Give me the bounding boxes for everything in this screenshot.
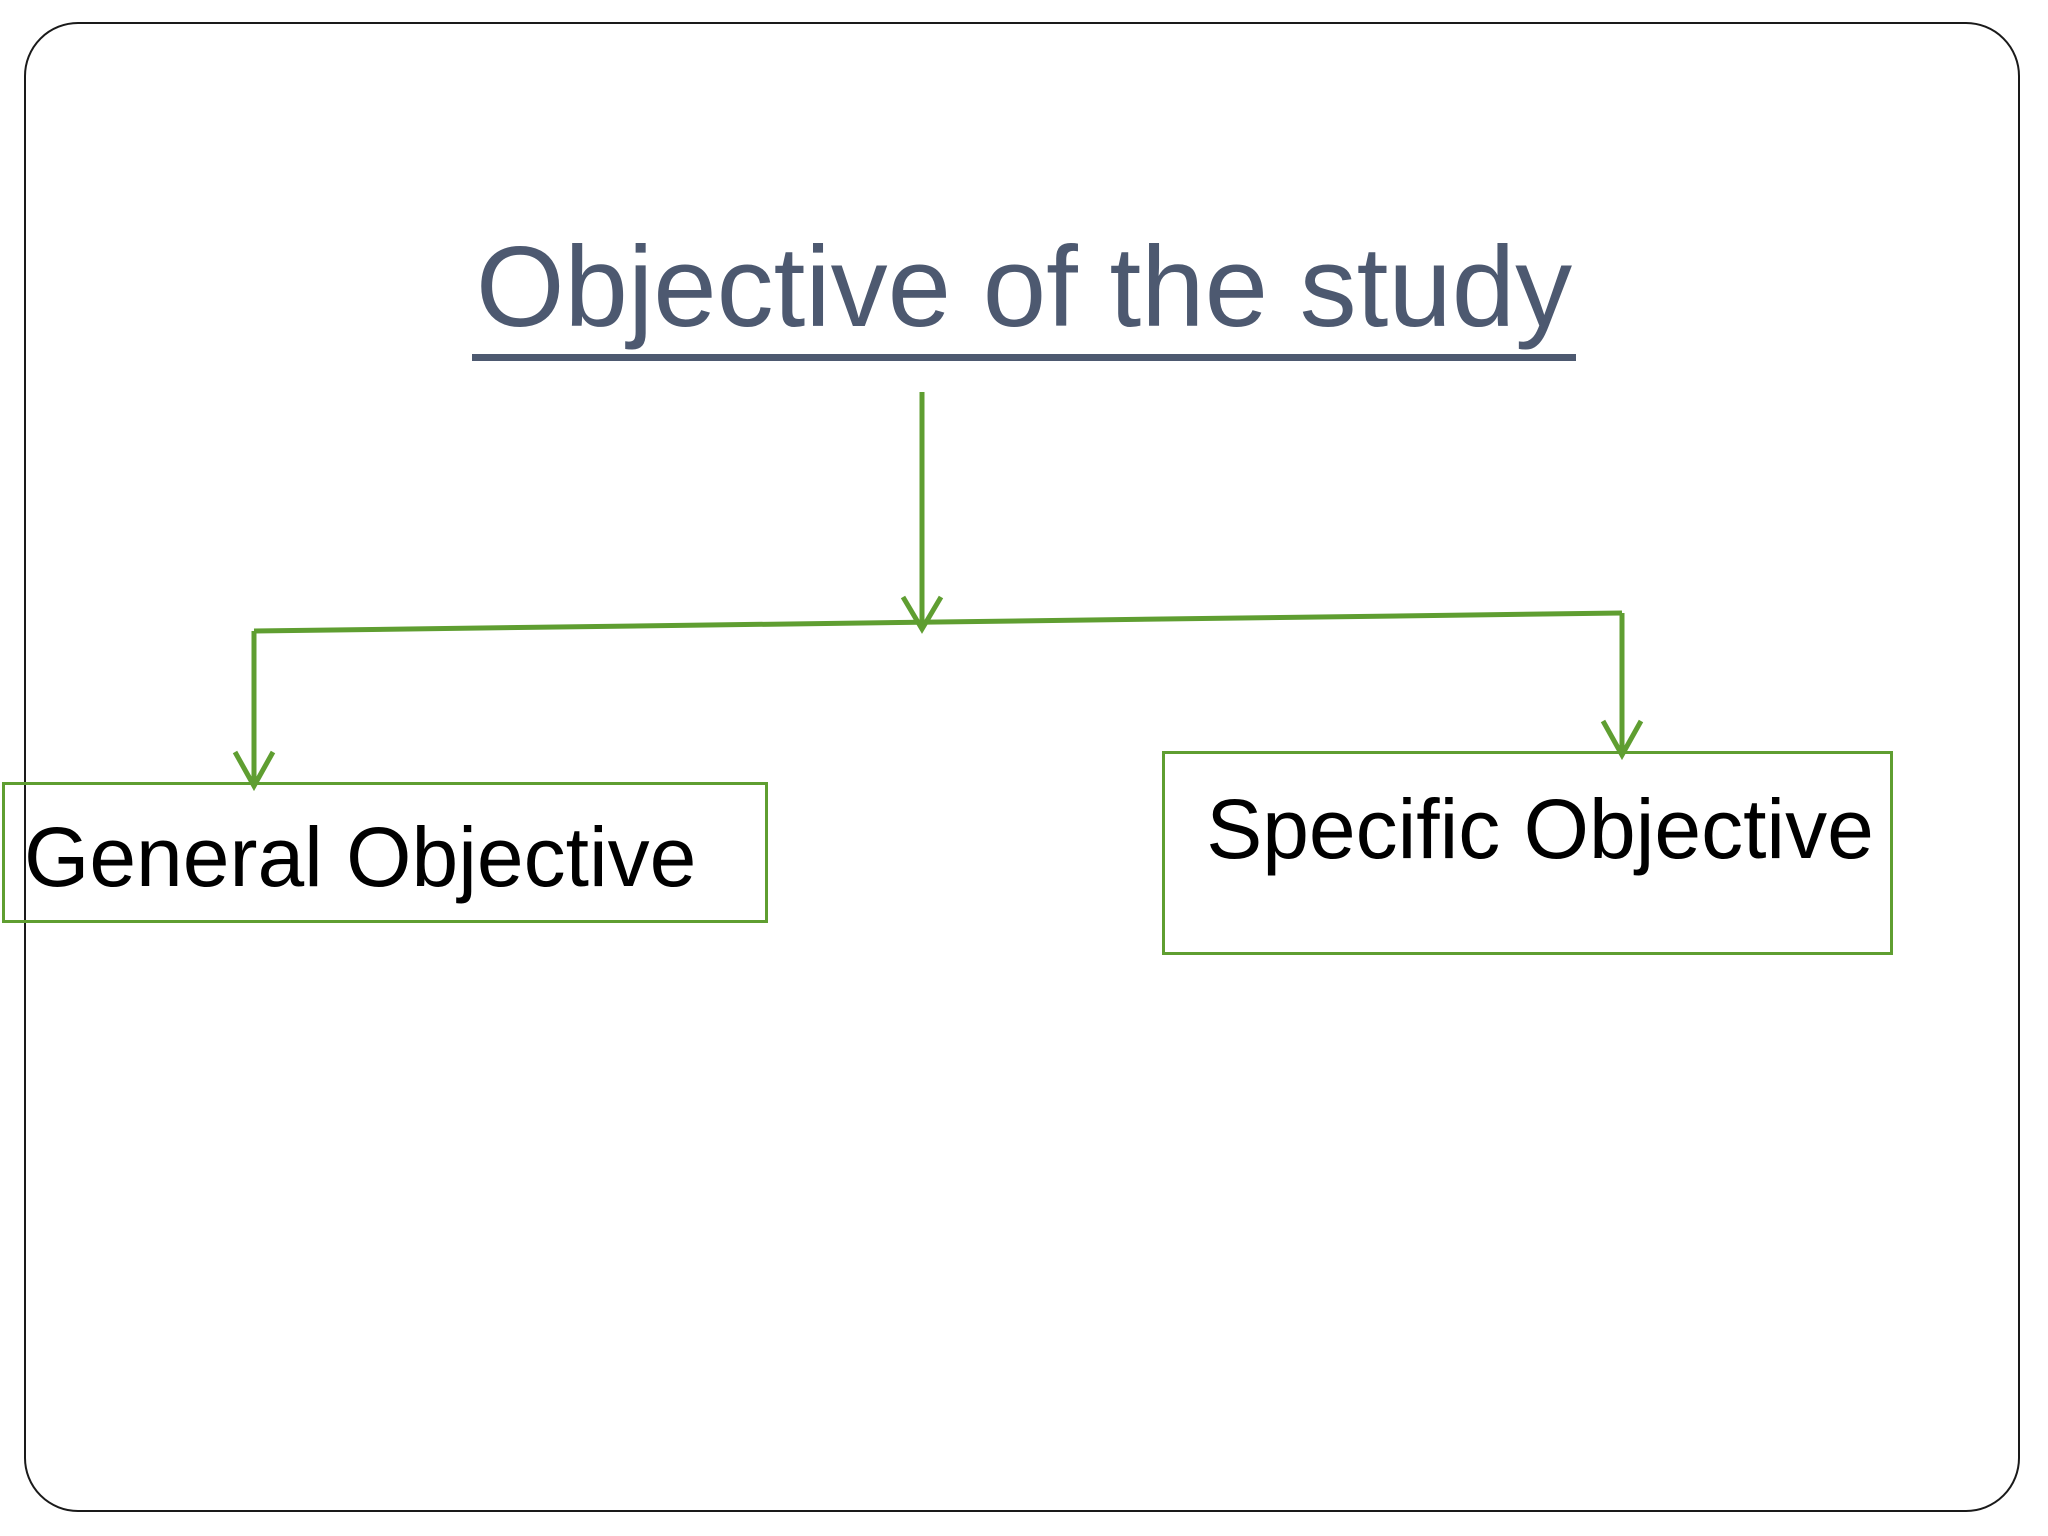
- node-general-objective-box[interactable]: [2, 782, 768, 923]
- page-title: Objective of the study: [0, 228, 2048, 361]
- connector-split-to-general: [232, 631, 276, 792]
- node-specific-objective-box[interactable]: [1162, 751, 1893, 955]
- connector-split-to-specific: [1600, 613, 1644, 761]
- node-specific-objective-label: Specific Objective: [1206, 782, 1874, 876]
- node-general-objective-label: General Objective: [24, 810, 697, 904]
- connector-split-bar: [253, 610, 1623, 634]
- page-title-text: Objective of the study: [471, 228, 1577, 361]
- connector-root-to-split: [900, 392, 944, 634]
